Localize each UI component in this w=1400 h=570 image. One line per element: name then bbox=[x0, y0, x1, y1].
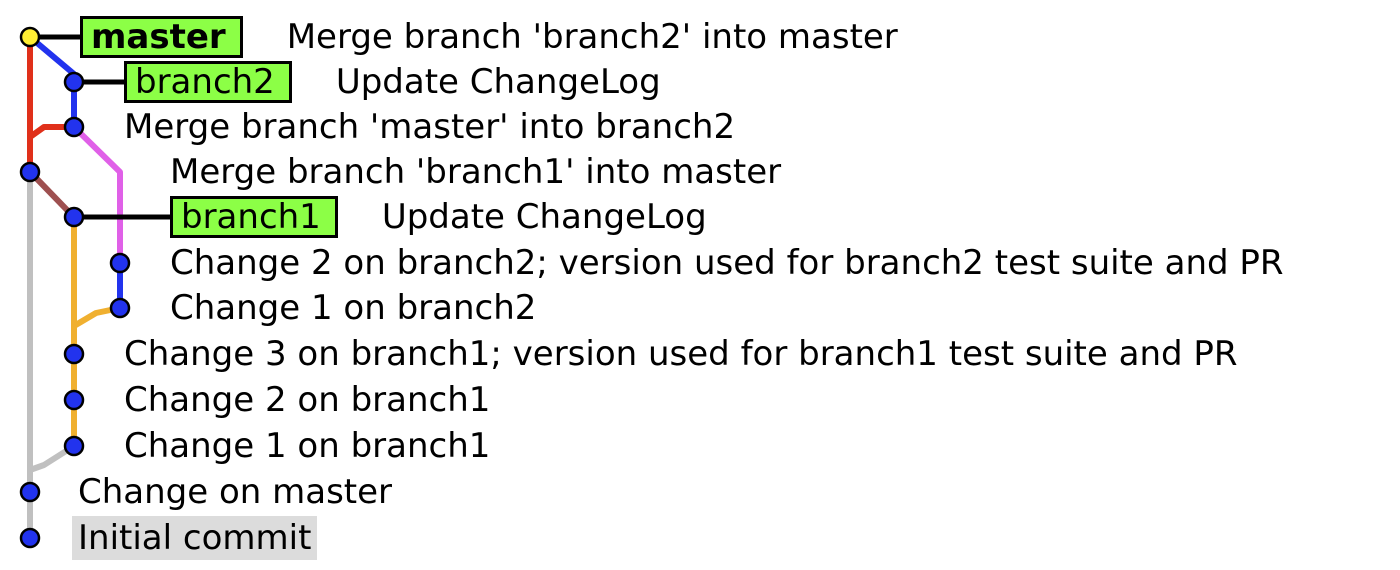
commit-node[interactable] bbox=[63, 343, 85, 365]
head-commit-node[interactable] bbox=[19, 26, 41, 48]
branch-ref-badge[interactable]: master bbox=[80, 16, 243, 58]
commit-row[interactable]: master Merge branch 'branch2' into master bbox=[80, 15, 898, 59]
commit-node[interactable] bbox=[63, 116, 85, 138]
commit-row[interactable]: Change on master bbox=[78, 470, 392, 514]
commit-node[interactable] bbox=[63, 389, 85, 411]
commit-message: Change on master bbox=[78, 472, 393, 512]
commit-row[interactable]: Merge branch 'master' into branch2 bbox=[124, 105, 735, 149]
commit-node[interactable] bbox=[63, 206, 85, 228]
commit-row[interactable]: Change 2 on branch2; version used for br… bbox=[170, 241, 1284, 285]
commit-row[interactable]: Initial commit bbox=[72, 516, 318, 560]
commit-message: Update ChangeLog bbox=[335, 62, 661, 102]
commit-row[interactable]: branch2 Update ChangeLog bbox=[124, 60, 661, 104]
commit-node[interactable] bbox=[19, 161, 41, 183]
lane-branch2-merge bbox=[71, 124, 123, 266]
commit-row[interactable]: Change 1 on branch1 bbox=[124, 424, 490, 468]
commit-node[interactable] bbox=[63, 435, 85, 457]
branch-ref-badge[interactable]: branch1 bbox=[170, 196, 338, 238]
commit-row[interactable]: Merge branch 'branch1' into master bbox=[170, 150, 781, 194]
lane-branch2-fork bbox=[71, 305, 123, 357]
commit-row[interactable]: Change 1 on branch2 bbox=[170, 286, 536, 330]
commit-message: Merge branch 'branch2' into master bbox=[286, 17, 898, 57]
commit-message: Merge branch 'master' into branch2 bbox=[124, 107, 736, 147]
commit-row[interactable]: Change 2 on branch1 bbox=[124, 378, 490, 422]
commit-message: Change 3 on branch1; version used for br… bbox=[124, 334, 1238, 374]
commit-message: Update ChangeLog bbox=[381, 197, 707, 237]
lane-branch1-fork bbox=[27, 443, 77, 495]
commit-row[interactable]: branch1 Update ChangeLog bbox=[170, 195, 707, 239]
commit-node[interactable] bbox=[19, 527, 41, 549]
commit-message: Change 1 on branch2 bbox=[170, 288, 537, 328]
commit-message: Change 2 on branch1 bbox=[124, 380, 491, 420]
commit-node[interactable] bbox=[109, 252, 131, 274]
commit-node[interactable] bbox=[19, 481, 41, 503]
commit-node[interactable] bbox=[63, 71, 85, 93]
commit-message: Change 1 on branch1 bbox=[124, 426, 491, 466]
commit-message: Merge branch 'branch1' into master bbox=[170, 152, 782, 192]
commit-message: Change 2 on branch2; version used for br… bbox=[170, 243, 1284, 283]
commit-node[interactable] bbox=[109, 297, 131, 319]
commit-row[interactable]: Change 3 on branch1; version used for br… bbox=[124, 332, 1238, 376]
lane-master-to-branch2 bbox=[27, 124, 77, 175]
commit-message: Initial commit bbox=[72, 516, 318, 560]
branch-ref-badge[interactable]: branch2 bbox=[124, 61, 292, 103]
